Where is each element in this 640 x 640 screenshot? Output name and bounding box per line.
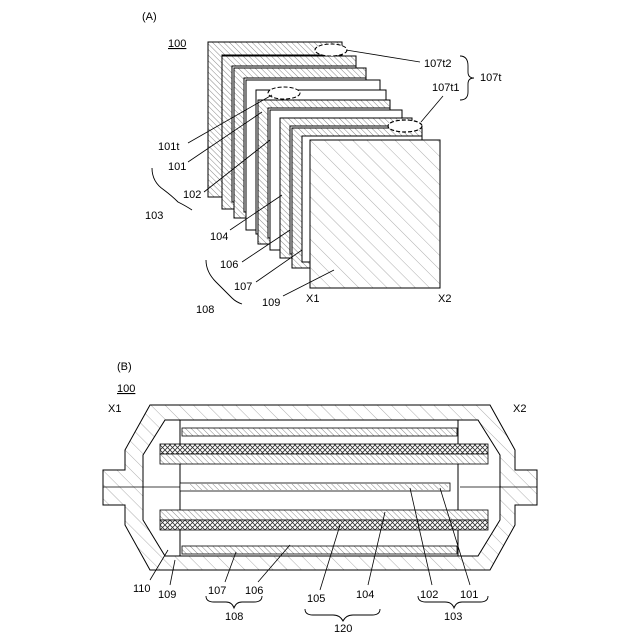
layer-bottom-106 xyxy=(182,546,457,554)
label-b-107: 107 xyxy=(208,585,226,597)
tab-107t2 xyxy=(315,44,347,56)
panel-a: (A) 100 xyxy=(142,11,501,316)
layer-top-106 xyxy=(182,428,457,436)
tab-101t xyxy=(268,87,300,99)
label-106: 106 xyxy=(220,259,238,271)
label-107t1: 107t1 xyxy=(432,82,460,94)
label-104: 104 xyxy=(210,231,228,243)
label-x2: X2 xyxy=(438,293,451,305)
brace-107t xyxy=(460,56,474,100)
label-b-110: 110 xyxy=(133,583,151,595)
label-b-x2: X2 xyxy=(513,403,526,415)
panel-b-ref-numeral: 100 xyxy=(117,383,135,395)
label-b-108: 108 xyxy=(225,611,243,623)
label-b-120: 120 xyxy=(334,623,352,635)
label-x1: X1 xyxy=(306,293,319,305)
label-102: 102 xyxy=(183,189,201,201)
layer-top-hatch xyxy=(160,454,488,464)
layer-bottom-cross xyxy=(160,520,488,530)
label-107t: 107t xyxy=(480,72,501,84)
label-101t: 101t xyxy=(158,141,179,153)
label-b-101: 101 xyxy=(460,589,478,601)
label-107t2: 107t2 xyxy=(424,58,452,70)
label-108: 108 xyxy=(196,304,214,316)
panel-a-ref-numeral: 100 xyxy=(168,38,186,50)
label-107: 107 xyxy=(234,281,252,293)
label-b-x1: X1 xyxy=(108,403,121,415)
sheet-109-exterior-front xyxy=(310,140,440,288)
panel-b-label: (B) xyxy=(117,361,132,373)
layer-top-cross xyxy=(160,444,488,454)
label-b-106: 106 xyxy=(245,585,263,597)
label-b-102: 102 xyxy=(420,589,438,601)
brace-120 xyxy=(305,609,380,621)
label-b-103: 103 xyxy=(444,611,462,623)
label-b-104: 104 xyxy=(356,589,374,601)
label-109: 109 xyxy=(262,297,280,309)
label-b-105: 105 xyxy=(307,593,325,605)
brace-108-b xyxy=(206,596,262,608)
label-103: 103 xyxy=(145,210,163,222)
panel-a-label: (A) xyxy=(142,11,157,23)
panel-b: (B) 100 xyxy=(103,361,537,635)
label-101: 101 xyxy=(168,161,186,173)
tab-107t1 xyxy=(388,120,422,132)
layer-bottom-hatch xyxy=(160,510,488,520)
label-b-109: 109 xyxy=(158,589,176,601)
center-electrode-fill xyxy=(190,484,448,490)
